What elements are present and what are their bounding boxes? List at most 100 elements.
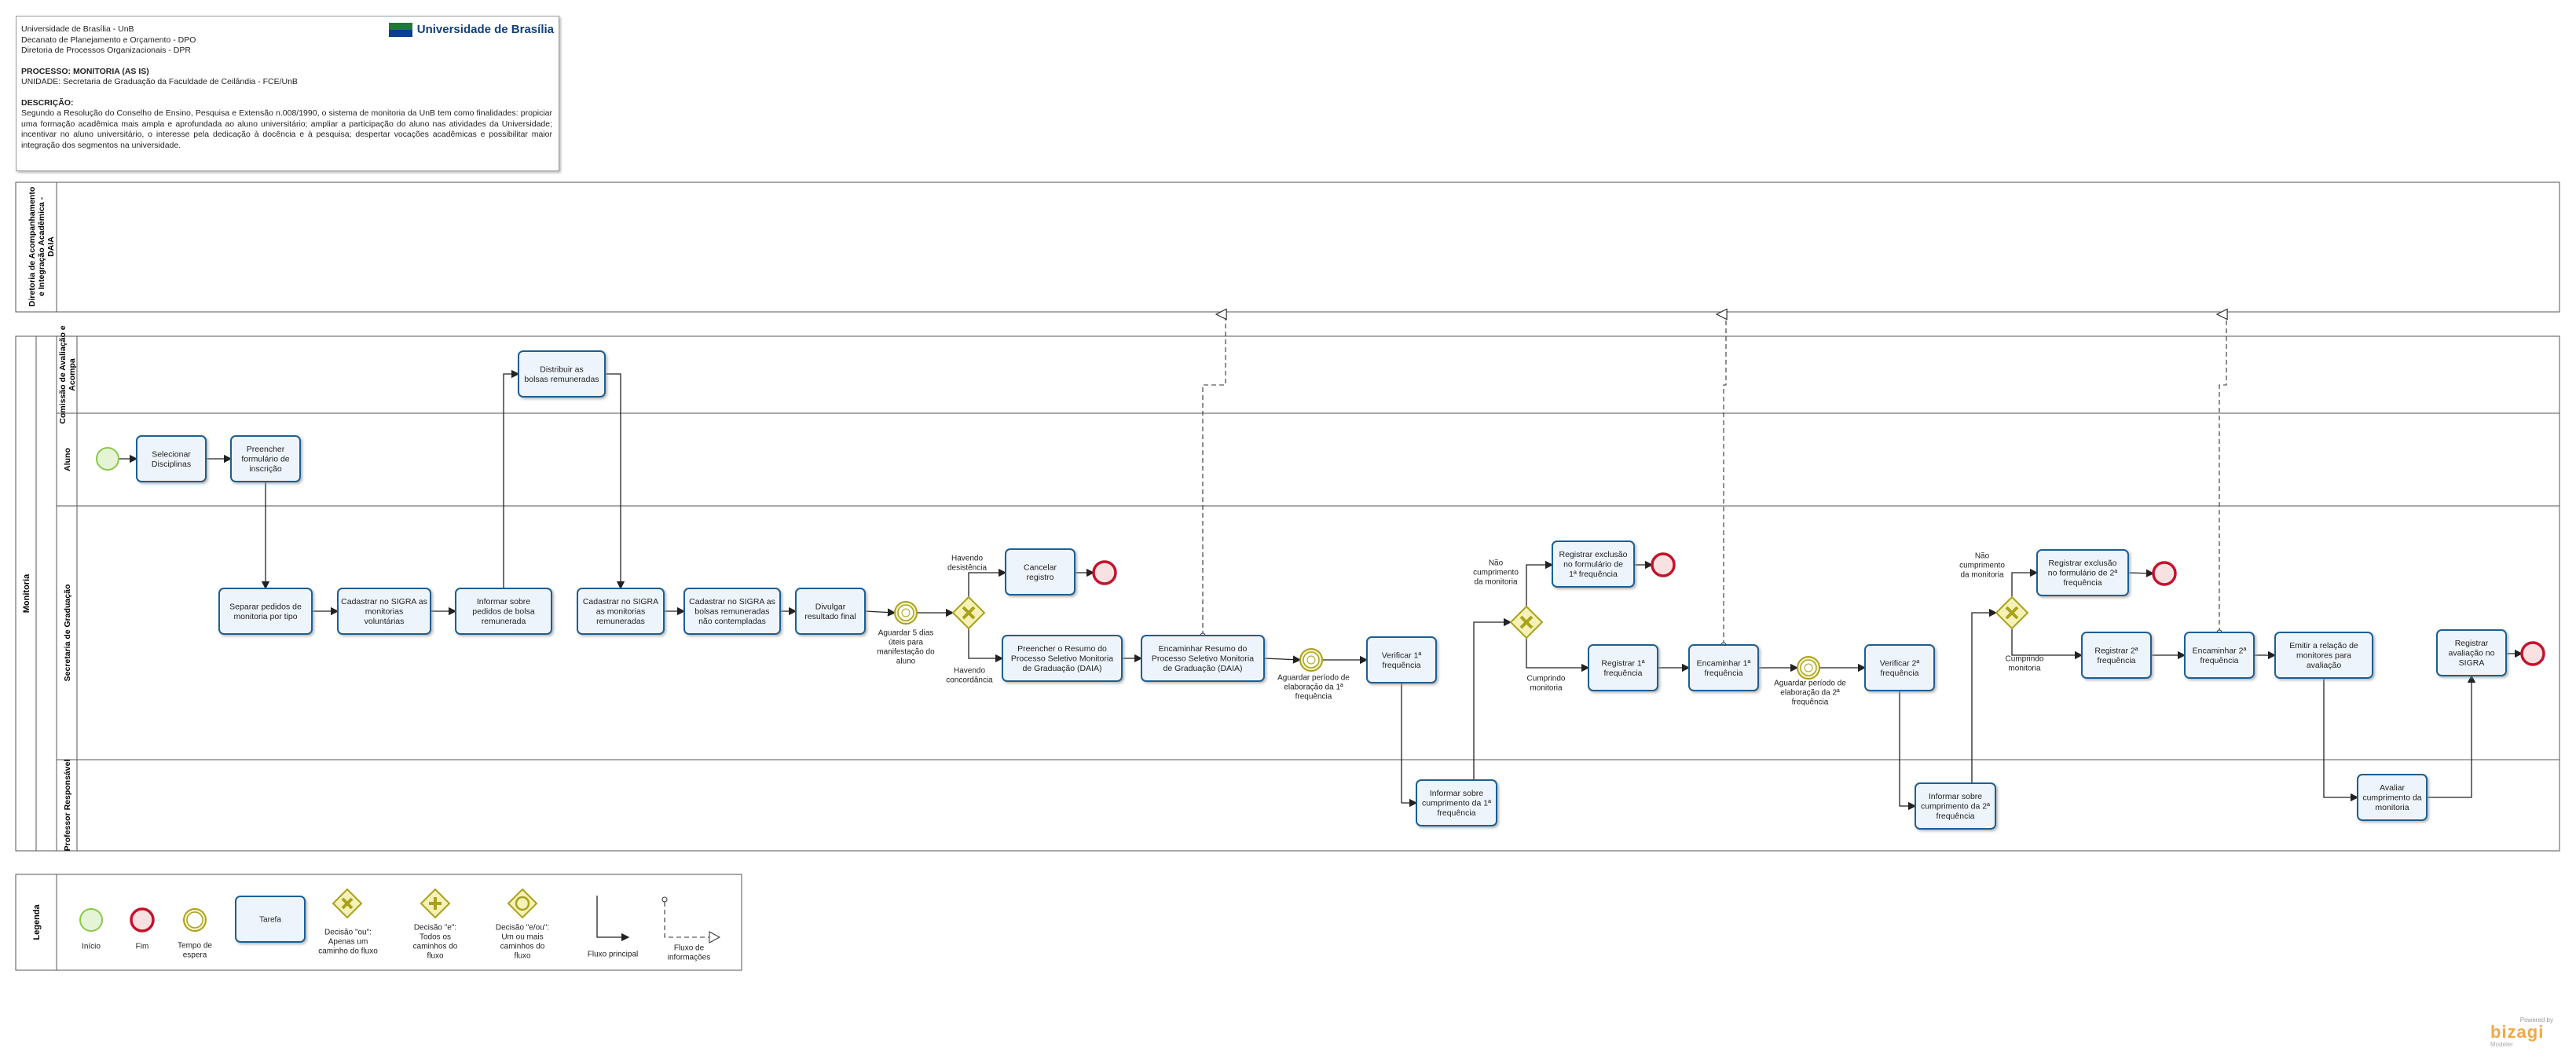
legend-title: Legenda xyxy=(32,904,42,940)
header-line-1: Universidade de Brasília - UnB xyxy=(21,24,134,34)
process-value: MONITORIA (AS IS) xyxy=(72,66,149,76)
unb-logo: Universidade de Brasília xyxy=(388,21,554,38)
flow-verificar2-informar2 xyxy=(1899,691,1917,811)
unb-flag-icon xyxy=(388,23,412,37)
logo-text: Universidade de Brasília xyxy=(416,23,554,37)
legend-gateway-e-icon xyxy=(420,888,451,919)
end-final xyxy=(2520,641,2545,666)
flow-gateway-cancelar xyxy=(968,568,1007,597)
flow-gateway-exc2 xyxy=(2011,568,2039,597)
pool-monitoria-label: Monitoria xyxy=(22,573,31,613)
pool-daia-label: Diretoria de Acompanhamentoe Integração … xyxy=(27,187,56,306)
lane-aluno-label: Aluno xyxy=(63,448,72,471)
description-label: DESCRIÇÃO: xyxy=(21,97,74,108)
flow-encaminhar-timer xyxy=(1263,655,1302,664)
pool-monitoria xyxy=(15,335,2560,852)
bizagi-branding: Powered by bizagi Modeler xyxy=(2490,1017,2553,1053)
flow-verificar-informar xyxy=(1401,683,1418,808)
lane-comissao-label: Comissão de Avaliação eAcompa xyxy=(58,325,77,423)
flow-gateway-registrar2 xyxy=(2011,628,2083,660)
legend-inicio: Início xyxy=(82,943,101,951)
powered-by: Powered by xyxy=(2519,1017,2553,1024)
description-text: Segundo a Resolução do Conselho de Ensin… xyxy=(21,108,552,150)
header-line-3: Diretoria de Processos Organizacionais -… xyxy=(21,46,191,55)
start-event xyxy=(96,447,119,471)
legend-main-flow-icon xyxy=(596,896,630,942)
flow-informar-distribuir xyxy=(503,369,520,588)
flow-gateway-exc1 xyxy=(1526,560,1554,606)
bizagi-edition: Modeler xyxy=(2490,1041,2513,1048)
gateway-desistencia xyxy=(951,595,986,630)
legend-timer-icon xyxy=(183,908,207,932)
legend-end-icon xyxy=(130,907,155,933)
flow-divulgar-timer xyxy=(864,608,896,617)
end-cancelar xyxy=(1092,560,1117,585)
timer-aguardar5 xyxy=(894,601,918,625)
info-flow-resumo-daia xyxy=(1202,314,1226,636)
unit-line: UNIDADE: Secretaria de Graduação da Facu… xyxy=(21,77,298,86)
legend-gateway-eou-icon xyxy=(507,888,538,919)
lane-professor xyxy=(56,759,2560,852)
flow-informar-gateway xyxy=(1473,617,1512,780)
end-exc1 xyxy=(1651,552,1676,577)
timer-aguardar1 xyxy=(1299,648,1323,672)
legend-gateway-ou-icon xyxy=(332,888,363,919)
lane-secretaria-label: Secretaria de Graduação xyxy=(63,584,72,682)
flow-emitir-avaliar xyxy=(2323,678,2359,802)
